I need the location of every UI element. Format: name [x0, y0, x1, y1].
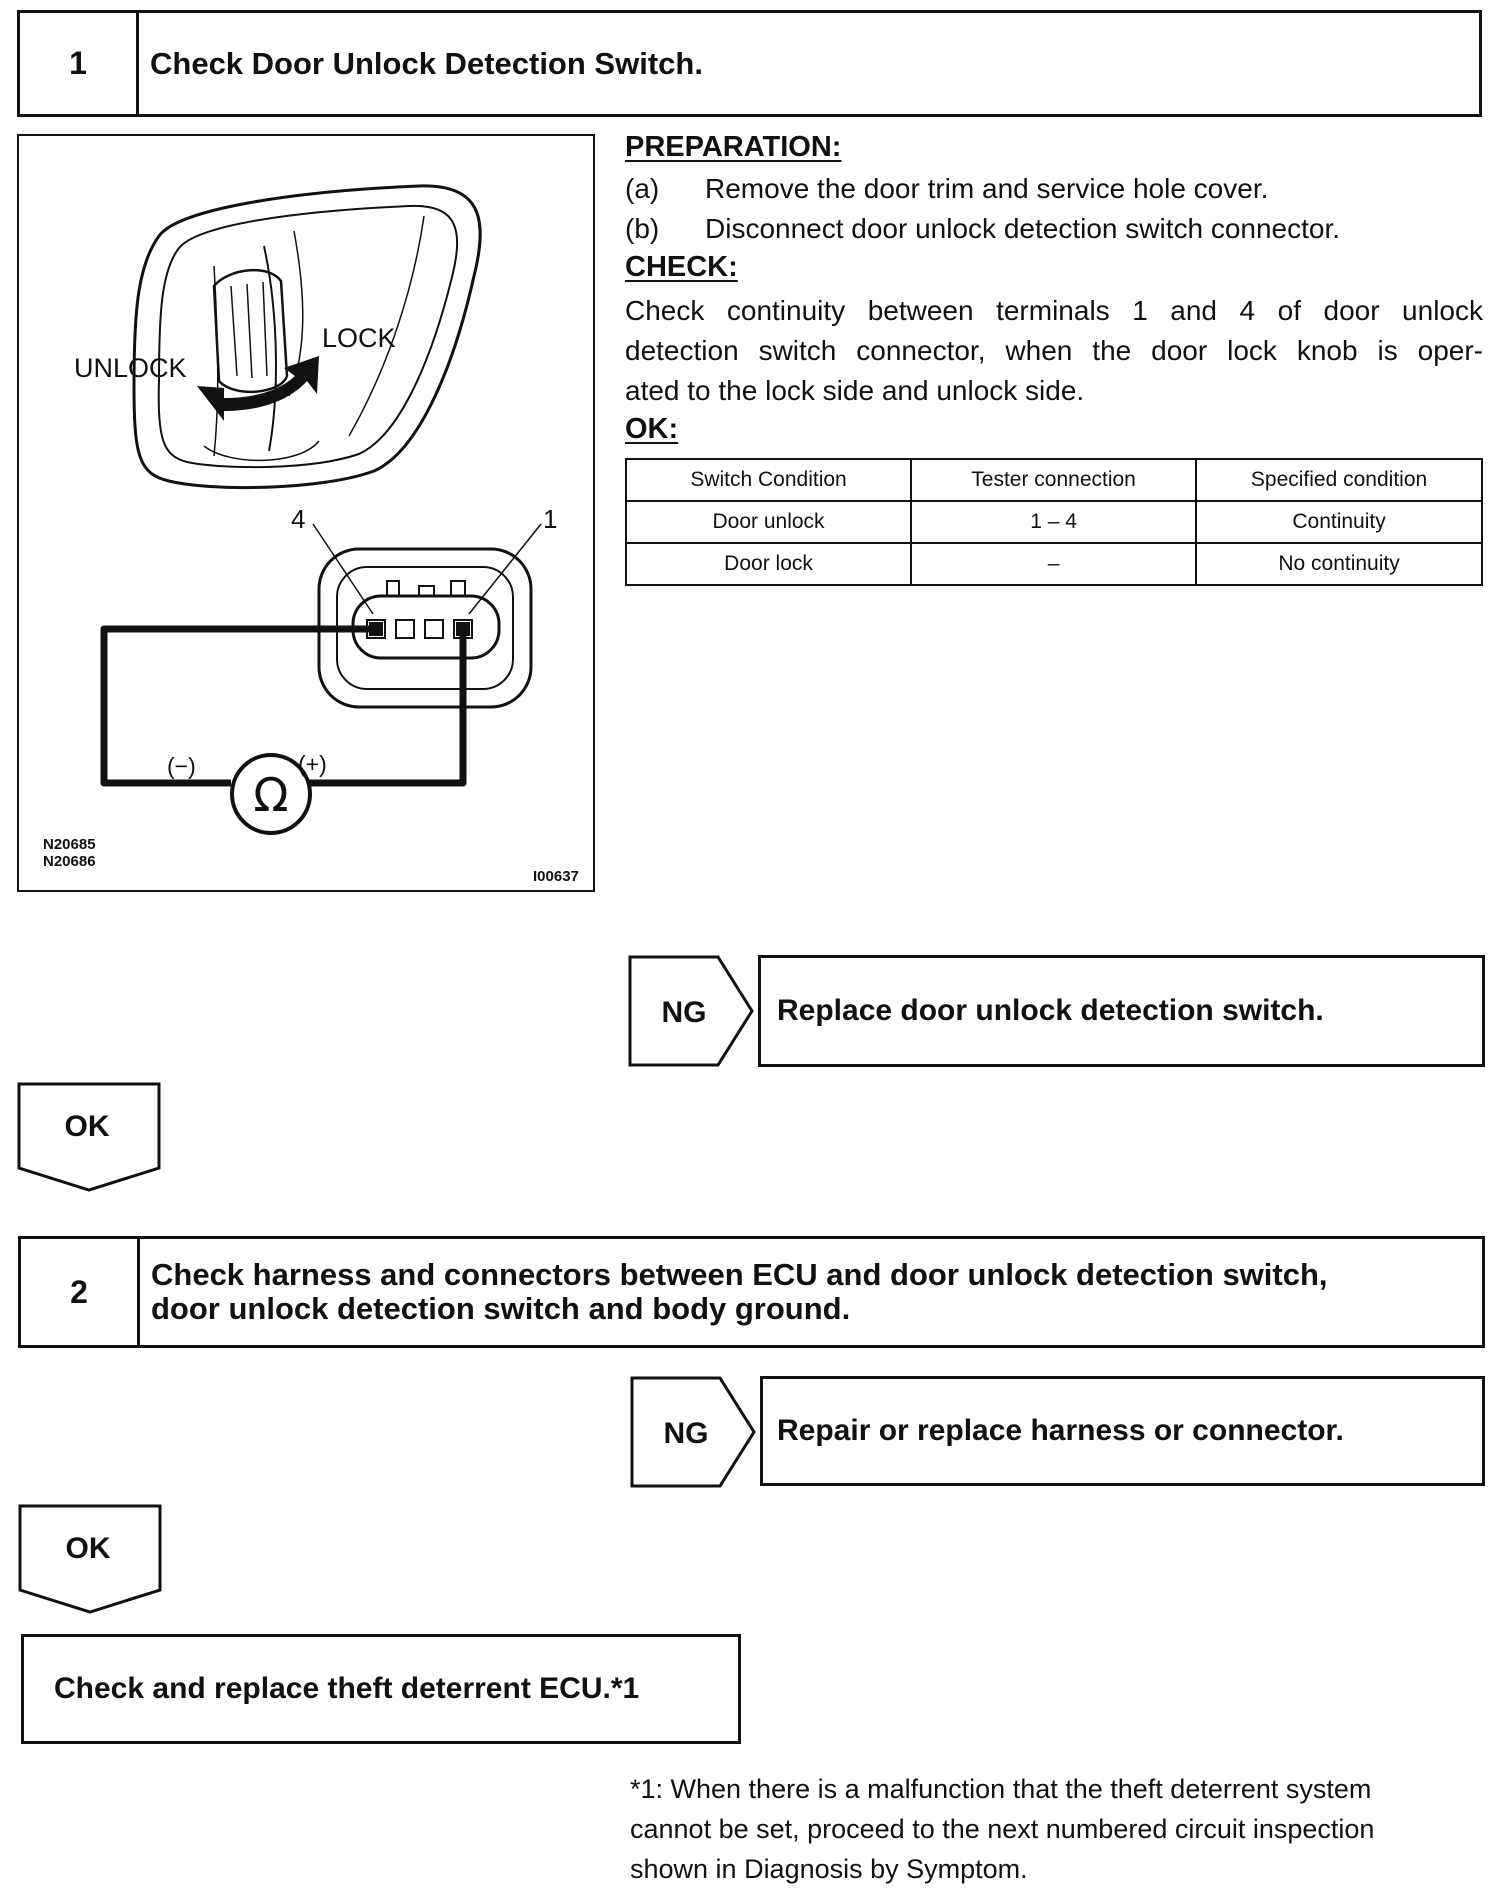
footnote-line-3: shown in Diagnosis by Symptom. [630, 1854, 1028, 1884]
preparation-item-b: (b) Disconnect door unlock detection swit… [625, 209, 1485, 249]
table-cell: Door lock [624, 542, 913, 586]
step-2-header: 2 Check harness and connectors between E… [18, 1236, 1485, 1348]
figure-code-3: I00637 [533, 868, 579, 885]
step-number: 1 [20, 13, 139, 114]
minus-polarity-label: (−) [167, 753, 196, 779]
final-action-text: Check and replace theft deterrent ECU.*1 [54, 1672, 640, 1705]
terminal-1-label: 1 [543, 504, 557, 534]
terminal-4-label: 4 [291, 504, 305, 534]
spec-table: Switch Condition Tester connection Speci… [624, 458, 1483, 586]
ng-tag-1: NG [628, 955, 754, 1067]
preparation-item-a: (a) Remove the door trim and service hole… [625, 169, 1485, 209]
table-cell: 1 – 4 [910, 500, 1198, 544]
switch-connector-drawing [312, 523, 542, 709]
table-cell: Door unlock [624, 500, 913, 544]
preparation-heading: PREPARATION: [625, 131, 842, 163]
figure-code-1: N20685 [43, 836, 96, 853]
item-marker: (a) [625, 173, 660, 204]
door-handle-bezel-drawing [132, 184, 482, 490]
check-heading: CHECK: [625, 251, 738, 283]
step-title: Check harness and connectors between ECU… [151, 1239, 1328, 1345]
tester-wires [100, 625, 467, 787]
table-cell: Continuity [1195, 500, 1483, 544]
check-line-3: ated to the lock side and unlock side. [625, 375, 1085, 406]
lock-unlock-arrow [197, 356, 319, 421]
footnote-line-2: cannot be set, proceed to the next numbe… [630, 1814, 1375, 1844]
table-header-cell: Specified condition [1195, 458, 1483, 502]
ng-result-box-2: Repair or replace harness or connector. [760, 1376, 1485, 1486]
ok-label: OK [66, 1532, 111, 1565]
ng-tag-2: NG [630, 1376, 756, 1488]
ng-label: NG [664, 1417, 709, 1450]
check-line-2: detection switch connector, when the doo… [625, 335, 1483, 366]
item-text: Disconnect door unlock detection switch … [705, 213, 1341, 244]
table-cell: No continuity [1195, 542, 1483, 586]
ok-label: OK [65, 1110, 110, 1143]
unlock-label: UNLOCK [74, 353, 187, 383]
lock-label: LOCK [322, 323, 396, 353]
plus-polarity-label: (+) [298, 751, 327, 777]
ohm-symbol: Ω [253, 768, 288, 822]
ok-heading: OK: [625, 413, 679, 445]
table-row: Door unlock 1 – 4 Continuity [624, 500, 1483, 544]
step-title: Check Door Unlock Detection Switch. [150, 45, 703, 81]
table-row: Door lock – No continuity [624, 542, 1483, 586]
step-number: 2 [21, 1239, 140, 1345]
table-cell: – [910, 542, 1198, 586]
item-text: Remove the door trim and service hole co… [705, 173, 1269, 204]
table-header-cell: Tester connection [910, 458, 1198, 502]
ok-tag-2: OK [18, 1504, 162, 1614]
step-1-header: 1 Check Door Unlock Detection Switch. [17, 10, 1482, 117]
table-header-row: Switch Condition Tester connection Speci… [624, 458, 1483, 502]
ohmmeter-icon [230, 753, 312, 835]
ok-tag-1: OK [17, 1082, 161, 1192]
final-action-box: Check and replace theft deterrent ECU.*1 [21, 1634, 741, 1744]
figure-code-2: N20686 [43, 853, 96, 870]
footnote: *1: When there is a malfunction that the… [630, 1769, 1500, 1889]
diagram-figure: UNLOCK LOCK 4 1 Ω (−) (+) N2 [17, 134, 595, 892]
step-title-line-2: door unlock detection switch and body gr… [151, 1291, 851, 1326]
footnote-line-1: *1: When there is a malfunction that the… [630, 1774, 1372, 1804]
item-marker: (b) [625, 213, 660, 244]
check-line-1: Check continuity between terminals 1 and… [625, 295, 1483, 326]
step-title-line-1: Check harness and connectors between ECU… [151, 1257, 1328, 1292]
door-lock-and-connector-diagram: UNLOCK LOCK 4 1 Ω (−) (+) N2 [43, 184, 579, 885]
ng-result-box-1: Replace door unlock detection switch. [758, 955, 1485, 1067]
table-header-cell: Switch Condition [624, 458, 913, 502]
ng-result-text: Replace door unlock detection switch. [777, 994, 1324, 1027]
ng-label: NG [662, 996, 707, 1029]
ng-result-text: Repair or replace harness or connector. [777, 1414, 1344, 1447]
